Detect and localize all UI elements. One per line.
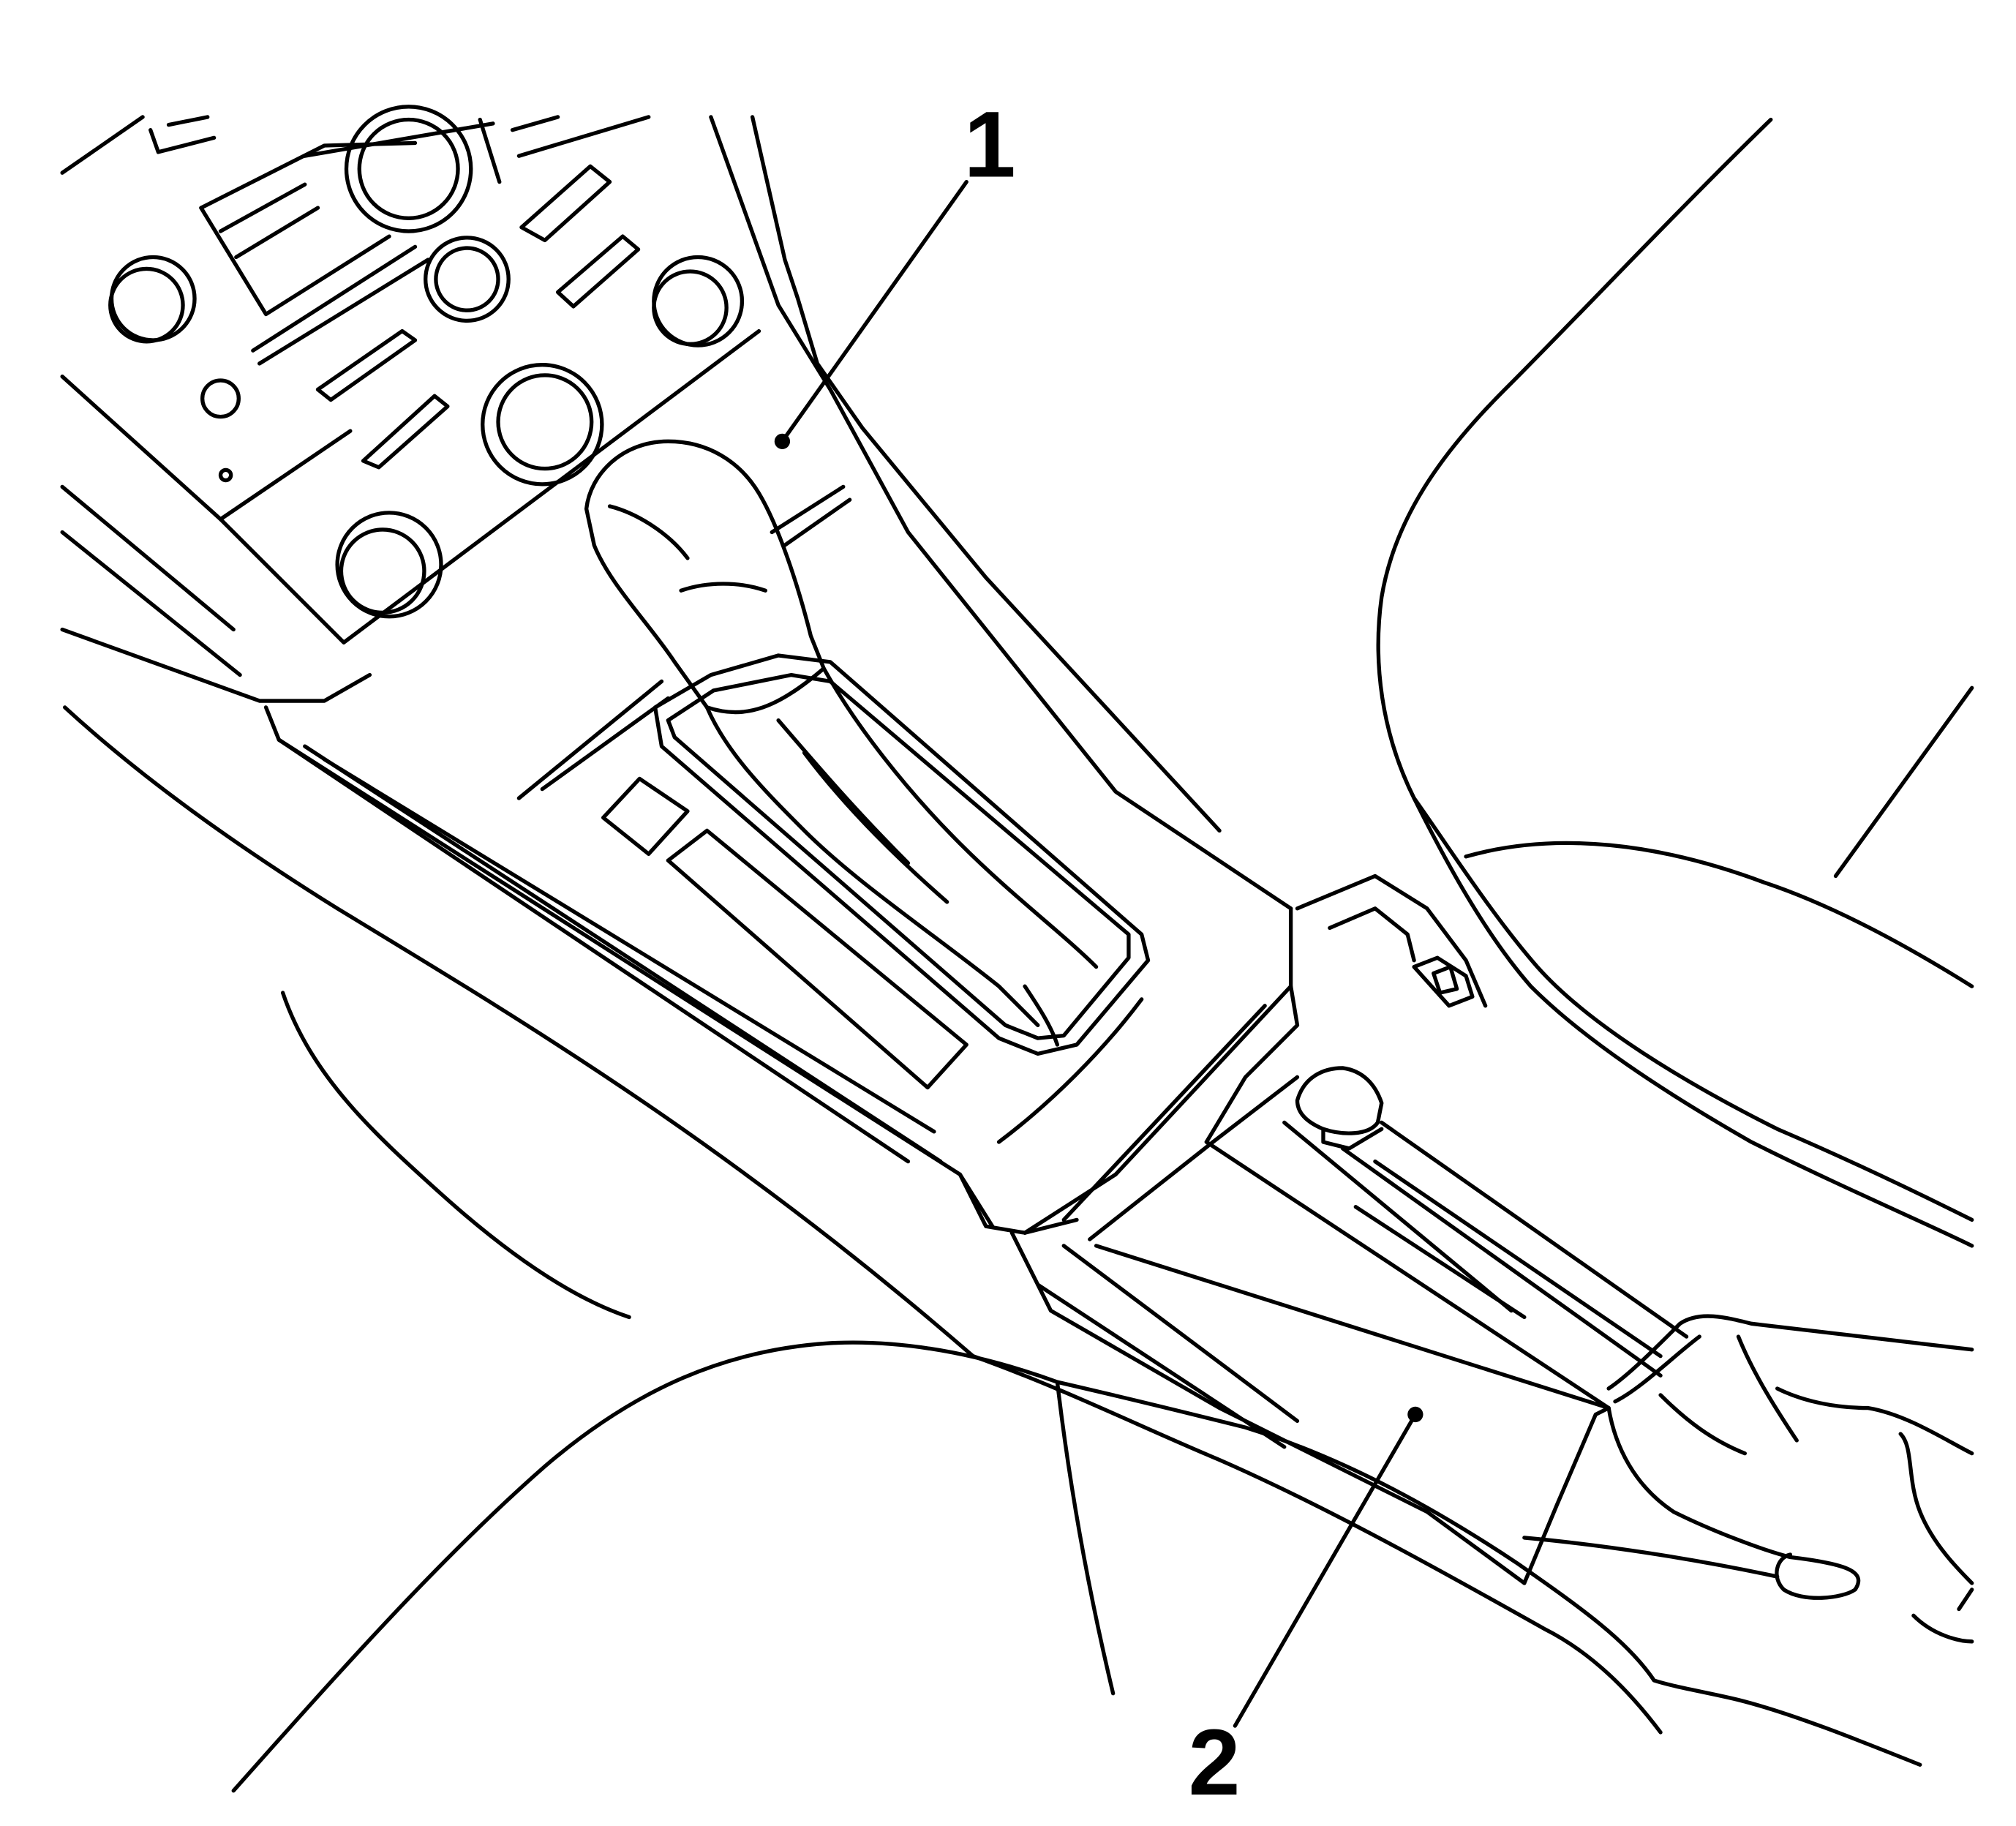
callout-2-leader — [1233, 1412, 1418, 1728]
driver-seat — [63, 705, 1922, 1793]
callout-1-label: 1 — [964, 93, 1016, 198]
rear-console — [1009, 873, 1974, 1728]
passenger-seat — [1376, 117, 1974, 1248]
callout-1-leader — [780, 179, 968, 443]
dashboard-panel — [60, 105, 1293, 911]
shift-console-trim — [263, 179, 1293, 1235]
callout-2-label: 2 — [1188, 1710, 1240, 1815]
